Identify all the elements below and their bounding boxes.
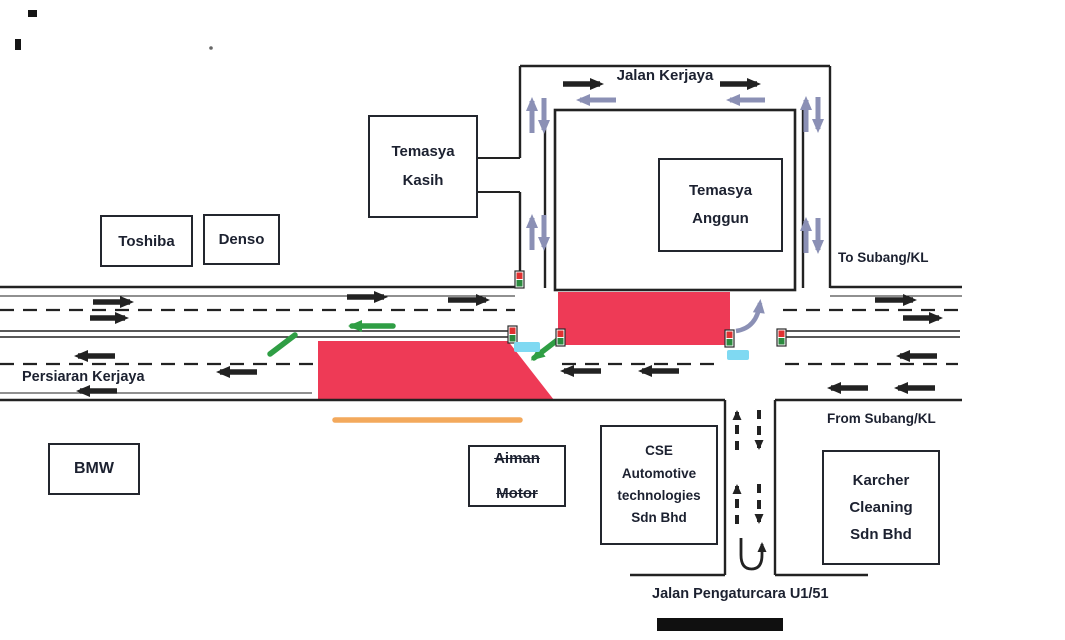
u-turn-arrow-icon [739,538,767,571]
blue-marker-icon [727,350,749,360]
building-box-karcher: Karcher Cleaning Sdn Bhd [822,450,940,565]
closure-zones [318,292,730,400]
closure-zone-east [558,292,730,345]
aiman-label: Aiman [494,450,540,467]
motor-label: Motor [496,485,538,502]
right-turn-arrow-icon [735,299,765,334]
building-box-temasya-anggun: Temasya Anggun [658,158,783,252]
jalan-kerjaya-label: Jalan Kerjaya [616,67,714,84]
loop-vertical-arrows [526,96,824,254]
jalan-pengaturcara-road [630,400,868,577]
traffic-light-icon [507,325,518,344]
westbound-arrows [74,350,937,397]
traffic-lights [507,270,787,348]
bottom-road-arrows [732,410,764,524]
building-box-aiman-motor: Aiman Motor [468,445,566,507]
blue-marker-icon [514,342,540,352]
traffic-light-icon [724,329,735,348]
closure-zone-west [318,341,554,400]
building-box-bmw: BMW [48,443,140,495]
to-subang-label: To Subang/KL [838,250,929,265]
building-box-denso: Denso [203,214,280,265]
scan-marks [15,10,213,50]
building-box-toshiba: Toshiba [100,215,193,267]
eastbound-arrows [90,291,943,324]
jalan-pengaturcara-label: Jalan Pengaturcara U1/51 [652,586,829,602]
green-slash-icon [267,332,298,357]
scan-bar [657,618,783,631]
jalan-kerjaya-arrows [563,78,765,106]
traffic-light-icon [514,270,525,289]
traffic-light-icon [776,328,787,347]
building-box-temasya-kasih: Temasya Kasih [368,115,478,218]
from-subang-label: From Subang/KL [827,411,936,426]
blue-markers [514,342,749,360]
traffic-light-icon [555,328,566,347]
persiaran-kerjaya-label: Persiaran Kerjaya [22,369,145,385]
building-box-cse: CSE Automotive technologies Sdn Bhd [600,425,718,545]
